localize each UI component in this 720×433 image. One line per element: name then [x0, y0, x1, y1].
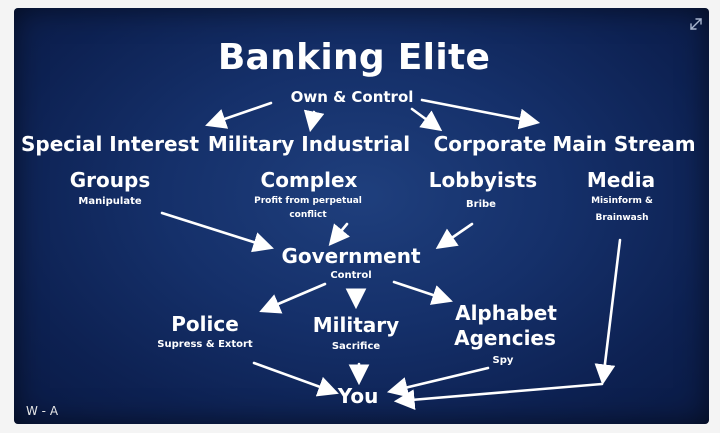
military-industrial-label-line1: Military Industrial	[207, 132, 411, 156]
media-action-line2: Brainwash	[595, 213, 649, 223]
arrow-layer	[160, 98, 622, 411]
arrow-own-to-military-industrial	[303, 109, 325, 133]
arrow-media-down	[594, 238, 622, 386]
own-control-label: Own & Control	[290, 88, 414, 106]
police-label: Police	[171, 312, 239, 336]
corporate-action: Bribe	[466, 199, 496, 210]
military-label: Military	[312, 313, 400, 337]
alphabet-label-line1: Alphabet	[455, 301, 557, 325]
arrow-government-to-alphabet	[392, 280, 453, 305]
military-industrial-label-line2: Complex	[260, 168, 358, 192]
alphabet-label-line2: Agencies	[454, 326, 556, 350]
arrow-government-to-police	[259, 282, 327, 314]
military-industrial-action-line1: Profit from perpetual	[254, 196, 362, 206]
military-action: Sacrifice	[331, 341, 381, 352]
government-action: Control	[330, 270, 372, 281]
corporate-label-line1: Corporate	[433, 132, 547, 156]
you-label: You	[337, 384, 379, 408]
special-interest-action: Manipulate	[78, 196, 142, 207]
arrow-alphabet-to-you	[386, 366, 490, 398]
watermark: W - A	[26, 404, 59, 418]
arrow-own-to-media	[420, 98, 541, 130]
special-interest-label-line1: Special Interest	[20, 132, 200, 156]
police-action: Supress & Extort	[157, 339, 253, 350]
alphabet-action: Spy	[492, 355, 514, 366]
corporate-label-line2: Lobbyists	[428, 168, 538, 192]
government-label: Government	[281, 244, 421, 268]
arrow-military-industrial-to-government	[328, 222, 350, 246]
arrow-corporate-to-government	[435, 222, 474, 249]
media-label-line1: Main Stream	[552, 132, 696, 156]
expand-icon[interactable]	[688, 16, 704, 32]
diagram-title: Banking Elite	[217, 37, 491, 78]
arrow-police-to-you	[252, 361, 339, 397]
special-interest-label-line2: Groups	[69, 168, 151, 192]
arrow-own-to-special-interest	[205, 101, 273, 129]
arrow-special-interest-to-government	[160, 211, 274, 253]
arrow-media-to-you	[393, 382, 604, 411]
media-action-line1: Misinform &	[591, 196, 653, 206]
military-industrial-action-line2: conflict	[289, 210, 327, 220]
diagram-panel: Banking Elite Own & Control Special Inte…	[14, 8, 709, 424]
arrow-own-to-corporate	[410, 107, 443, 132]
media-label-line2: Media	[586, 168, 656, 192]
